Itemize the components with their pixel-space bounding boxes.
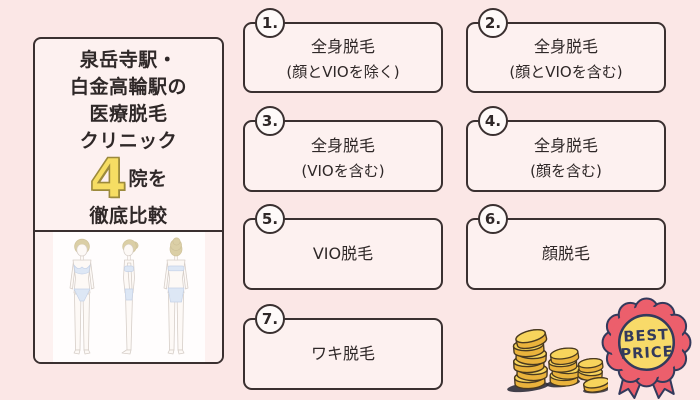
title-line: 白金高輪駅の (69, 76, 187, 98)
box-number-badge: 6. (478, 204, 508, 234)
title-line: 医療脱毛 (89, 103, 168, 125)
box-label: 全身脱毛 (533, 135, 598, 155)
box-label: 全身脱毛 (310, 37, 375, 56)
box-number-badge: 2. (478, 8, 508, 38)
category-box-7: 7. ワキ脱毛 (243, 304, 443, 390)
box-sublabel: (顔とVIOを含む) (509, 63, 623, 81)
box-sublabel: (顔とVIOを除く) (286, 63, 400, 81)
box-label: 全身脱毛 (533, 37, 598, 56)
box-number-badge: 3. (255, 106, 285, 136)
rosette-icon: BEST PRICE (601, 297, 692, 399)
body-figures-image (35, 230, 222, 362)
box-number-badge: 5. (255, 204, 285, 234)
clinic-count-line: 4 院を (35, 147, 222, 210)
gold-coins-illustration (503, 297, 611, 397)
body-figures-illustration (69, 237, 188, 355)
box-label: ワキ脱毛 (310, 344, 375, 363)
category-box-3: 3. 全身脱毛 (VIOを含む) (243, 106, 443, 192)
box-label: VIO脱毛 (312, 244, 374, 263)
body-figures-photo (52, 232, 205, 362)
title-line: クリニック (79, 130, 178, 152)
box-number-badge: 7. (255, 304, 285, 334)
category-box-1: 1. 全身脱毛 (顔とVIOを除く) (243, 8, 443, 93)
coins-icon (507, 329, 611, 394)
box-label: 顔脱毛 (541, 244, 590, 263)
panel-title: 泉岳寺駅・ 白金高輪駅の 医療脱毛 クリニック 4 院を 徹底比較 (35, 39, 222, 230)
category-box-4: 4. 全身脱毛 (顔を含む) (466, 106, 666, 192)
clinic-count-number: 4 (89, 147, 128, 210)
badge-text-line1: BEST (623, 326, 670, 345)
title-line: 徹底比較 (89, 205, 168, 227)
clinic-count-suffix: 院を (128, 168, 168, 190)
box-number-badge: 1. (255, 8, 285, 38)
category-box-2: 2. 全身脱毛 (顔とVIOを含む) (466, 8, 666, 93)
box-label: 全身脱毛 (310, 135, 375, 155)
title-panel: 泉岳寺駅・ 白金高輪駅の 医療脱毛 クリニック 4 院を 徹底比較 (33, 37, 224, 364)
box-sublabel: (VIOを含む) (301, 161, 385, 180)
category-box-5: 5. VIO脱毛 (243, 204, 443, 290)
best-price-badge: BEST PRICE (596, 297, 697, 400)
title-line: 泉岳寺駅・ (79, 49, 178, 71)
category-box-6: 6. 顔脱毛 (466, 204, 666, 290)
badge-text-line2: PRICE (620, 343, 674, 363)
box-sublabel: (顔を含む) (530, 161, 602, 180)
box-number-badge: 4. (478, 106, 508, 136)
